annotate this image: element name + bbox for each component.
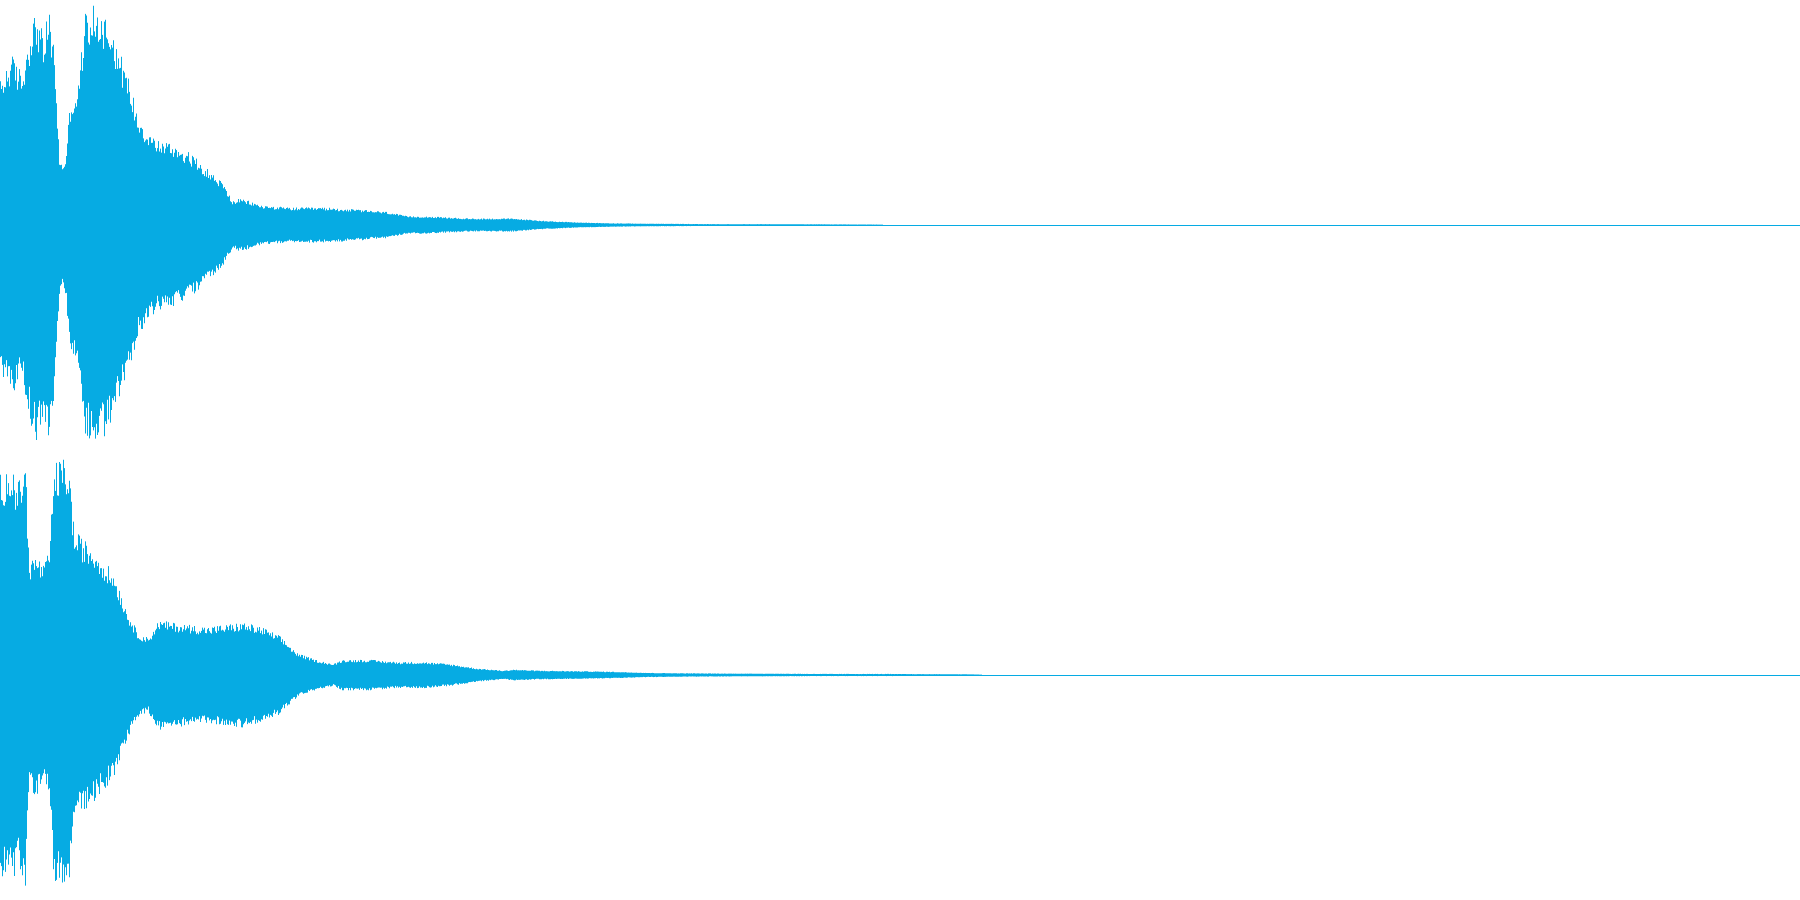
- channel-1-peaks: [0, 5, 883, 440]
- channel-2-peaks: [0, 459, 982, 886]
- channel-2-waveform: [0, 459, 1800, 886]
- channel-1-waveform: [0, 5, 1800, 440]
